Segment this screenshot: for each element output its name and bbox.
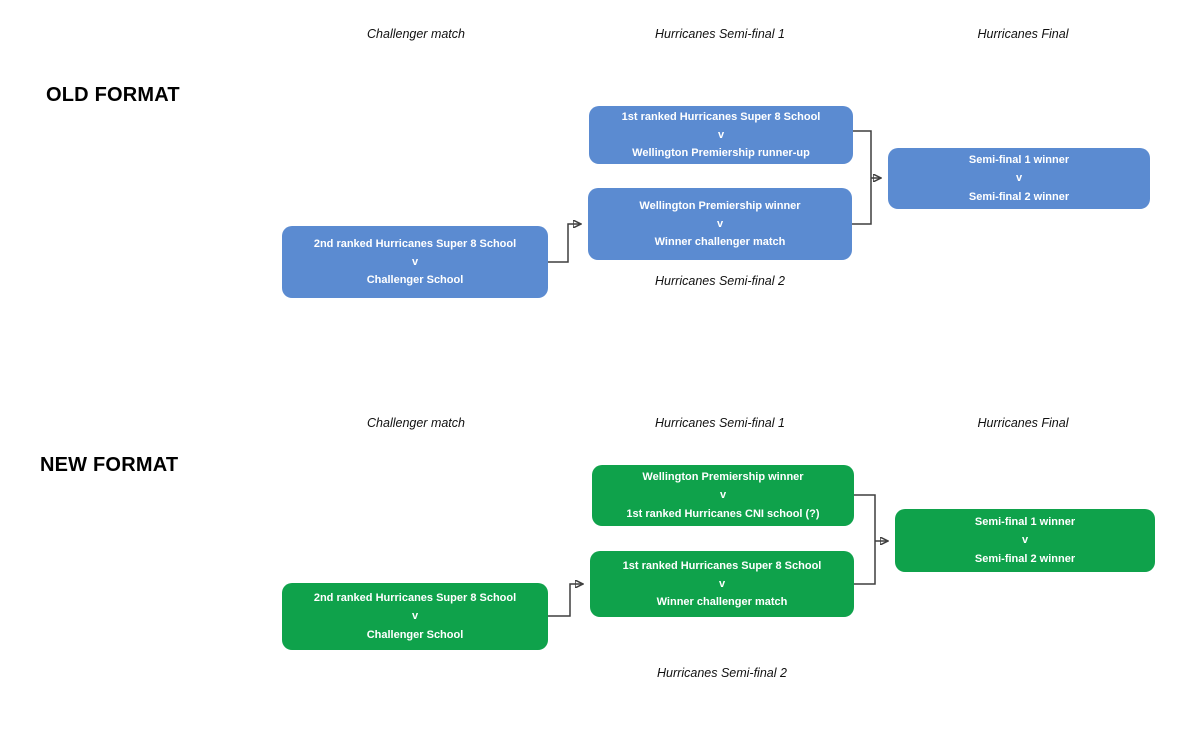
new-column-label-semi-final-2: Hurricanes Semi-final 2 [657,666,787,680]
new-final-vs: v [1021,534,1029,547]
new-semi-final-1-team-a: Wellington Premiership winner [642,471,804,484]
old-semi-final-1-box: 1st ranked Hurricanes Super 8 School v W… [589,106,853,164]
old-semi-final-1-team-a: 1st ranked Hurricanes Super 8 School [621,110,821,123]
new-challenger-team-b: Challenger School [366,628,464,641]
new-semi-final-1-vs: v [719,489,727,502]
new-column-label-challenger-match: Challenger match [367,416,465,430]
old-final-box: Semi-final 1 winner v Semi-final 2 winne… [888,148,1150,209]
old-column-label-semi-final-2: Hurricanes Semi-final 2 [655,274,785,288]
old-semi-final-1-team-b: Wellington Premiership runner-up [632,147,810,160]
new-semis-merge-bracket [854,494,876,585]
new-semi-final-2-box: 1st ranked Hurricanes Super 8 School v W… [590,551,854,617]
old-challenger-team-a: 2nd ranked Hurricanes Super 8 School [313,237,517,250]
new-final-team-b: Semi-final 2 winner [974,552,1076,565]
old-semis-merge-bracket [852,130,872,225]
old-semi-final-2-box: Wellington Premiership winner v Winner c… [588,188,852,260]
old-challenger-vs: v [411,255,419,268]
old-semi-final-2-team-b: Winner challenger match [654,236,786,249]
old-challenger-to-semi2-connector [548,224,580,263]
new-challenger-team-a: 2nd ranked Hurricanes Super 8 School [313,592,517,605]
new-semi-final-1-box: Wellington Premiership winner v 1st rank… [592,465,854,526]
new-semi-final-2-vs: v [718,577,726,590]
old-final-team-b: Semi-final 2 winner [968,190,1070,203]
new-final-box: Semi-final 1 winner v Semi-final 2 winne… [895,509,1155,572]
new-challenger-match-box: 2nd ranked Hurricanes Super 8 School v C… [282,583,548,650]
old-final-team-a: Semi-final 1 winner [968,154,1070,167]
old-semi-final-2-team-a: Wellington Premiership winner [639,199,801,212]
old-semi-final-2-vs: v [716,217,724,230]
new-final-team-a: Semi-final 1 winner [974,516,1076,529]
old-semi-final-1-vs: v [717,128,725,141]
new-challenger-to-semi2-connector [548,584,582,617]
new-challenger-vs: v [411,610,419,623]
new-format-heading: NEW FORMAT [40,454,179,476]
old-column-label-semi-final-1: Hurricanes Semi-final 1 [655,27,785,41]
old-final-vs: v [1015,172,1023,185]
new-column-label-semi-final-1: Hurricanes Semi-final 1 [655,416,785,430]
new-semi-final-1-team-b: 1st ranked Hurricanes CNI school (?) [626,507,820,520]
new-semi-final-2-team-b: Winner challenger match [656,596,788,609]
new-semi-final-2-team-a: 1st ranked Hurricanes Super 8 School [622,559,822,572]
new-column-label-final: Hurricanes Final [977,416,1069,430]
old-column-label-final: Hurricanes Final [977,27,1069,41]
old-challenger-team-b: Challenger School [366,274,464,287]
old-challenger-match-box: 2nd ranked Hurricanes Super 8 School v C… [282,226,548,298]
old-column-label-challenger-match: Challenger match [367,27,465,41]
old-format-heading: OLD FORMAT [46,84,180,106]
